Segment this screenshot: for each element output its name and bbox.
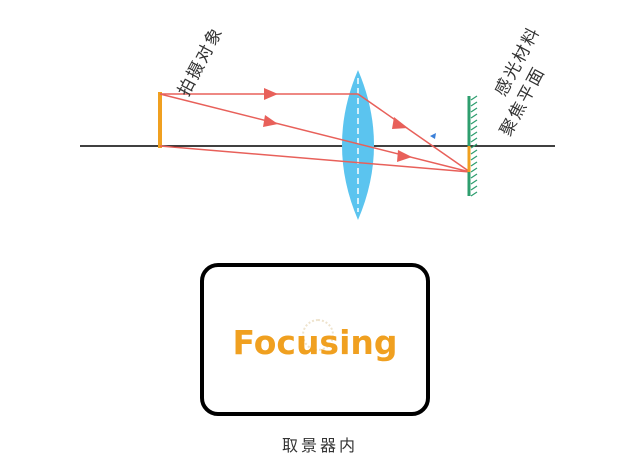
ray-arrowheads bbox=[263, 88, 412, 162]
arrow-1 bbox=[264, 88, 278, 100]
arrow-2 bbox=[263, 115, 278, 127]
viewfinder-caption: 取景器内 bbox=[281, 436, 358, 455]
arrow-4 bbox=[397, 150, 412, 162]
viewfinder-frame: Focusing bbox=[200, 263, 430, 416]
ray-parallel bbox=[160, 93, 471, 173]
convex-lens bbox=[342, 70, 374, 220]
focus-marker bbox=[430, 133, 436, 139]
light-rays bbox=[159, 93, 471, 173]
viewfinder-status-text: Focusing bbox=[232, 323, 398, 362]
focal-plane-hatch bbox=[470, 95, 478, 197]
focus-ring-icon bbox=[302, 319, 334, 351]
ray-center bbox=[159, 93, 471, 173]
arrow-3 bbox=[392, 117, 408, 129]
ray-lower bbox=[159, 145, 471, 173]
